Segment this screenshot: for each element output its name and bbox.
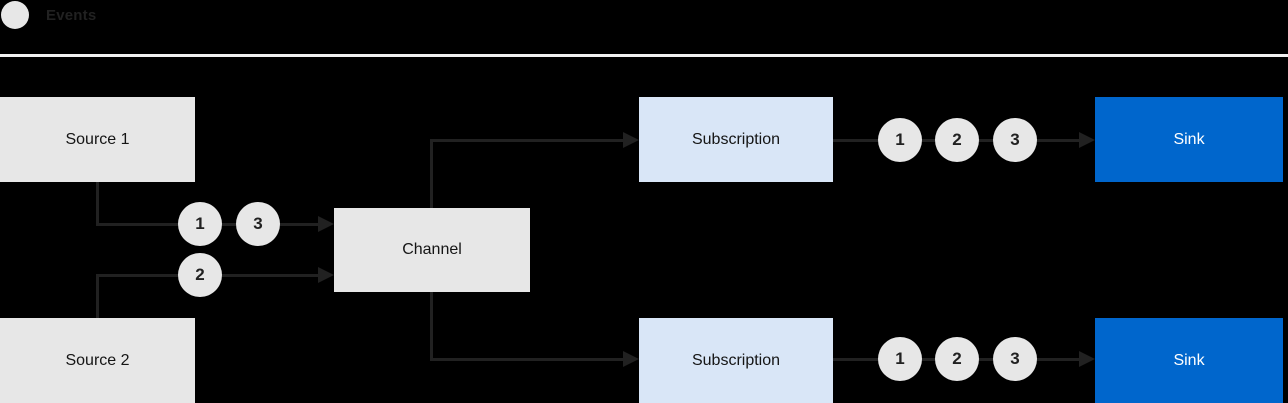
legend-divider: [0, 54, 1288, 57]
arrowhead-right-icon: [1079, 351, 1095, 367]
node-subscription-top: Subscription: [639, 97, 833, 182]
arrowhead-right-icon: [1079, 132, 1095, 148]
event-badge: 1: [178, 202, 222, 246]
event-badge: 2: [178, 253, 222, 297]
event-badge: 3: [236, 202, 280, 246]
event-circle-icon: [1, 1, 29, 29]
node-source-2: Source 2: [0, 318, 195, 403]
arrowhead-right-icon: [623, 132, 639, 148]
connector-line: [96, 276, 99, 318]
event-badge: 3: [993, 118, 1037, 162]
event-badge: 3: [993, 337, 1037, 381]
event-badge: 1: [878, 337, 922, 381]
connector-line: [430, 292, 433, 361]
node-source-1: Source 1: [0, 97, 195, 182]
arrowhead-right-icon: [318, 216, 334, 232]
event-badge: 1: [878, 118, 922, 162]
arrowhead-right-icon: [318, 267, 334, 283]
node-sink-top: Sink: [1095, 97, 1283, 182]
connector-line: [430, 139, 433, 208]
node-subscription-bottom: Subscription: [639, 318, 833, 403]
connector-line: [96, 182, 99, 225]
connector-line: [430, 358, 623, 361]
connector-line: [430, 139, 623, 142]
legend-events-label: Events: [46, 7, 97, 24]
node-sink-bottom: Sink: [1095, 318, 1283, 403]
node-channel: Channel: [334, 208, 530, 292]
arrowhead-right-icon: [623, 351, 639, 367]
event-badge: 2: [935, 118, 979, 162]
event-badge: 2: [935, 337, 979, 381]
